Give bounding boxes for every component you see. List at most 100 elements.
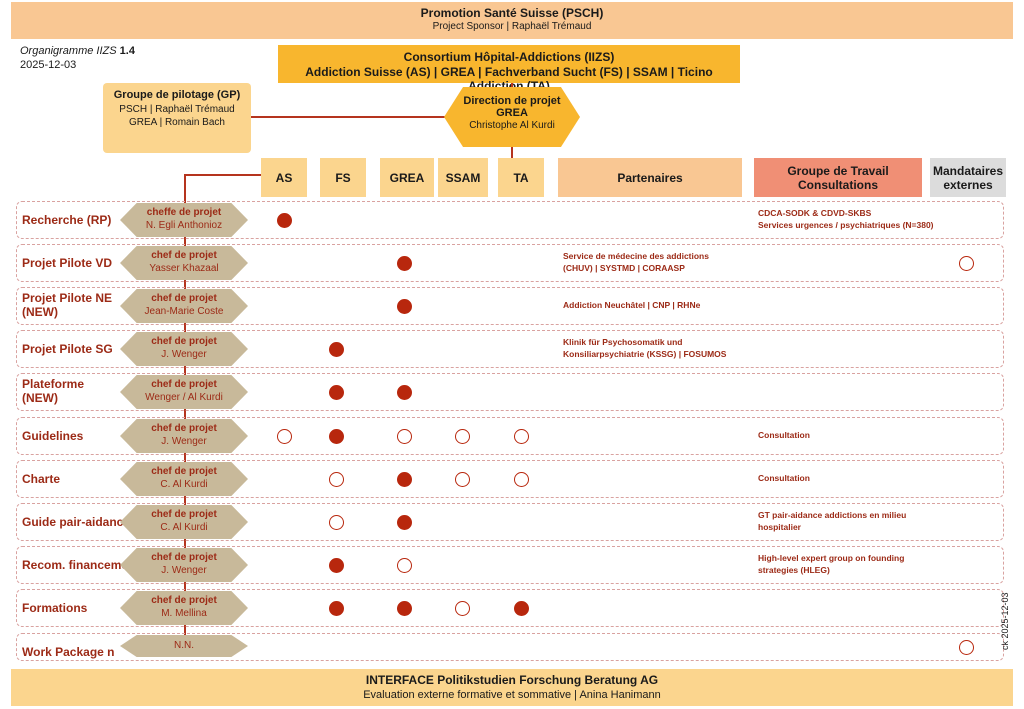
lead-name: J. Wenger <box>161 349 207 360</box>
participant-dot-icon <box>514 429 529 444</box>
connector-line <box>184 174 186 652</box>
work-package-row <box>16 546 1004 584</box>
lead-role: chef de projet <box>151 423 217 434</box>
project-lead-hexagon: cheffe de projet N. Egli Anthonioz <box>120 203 248 237</box>
work-package-row <box>16 503 1004 541</box>
lead-role: chef de projet <box>151 552 217 563</box>
org-version: 1.4 <box>119 45 135 57</box>
participant-dot-icon <box>329 472 344 487</box>
participant-dot-icon <box>455 429 470 444</box>
sponsor-title: Promotion Santé Suisse (PSCH) <box>420 6 604 20</box>
lead-role: chef de projet <box>151 336 217 347</box>
lead-dot-icon <box>329 429 344 444</box>
lead-dot-icon <box>397 256 412 271</box>
work-package-row <box>16 460 1004 498</box>
lead-role: chef de projet <box>151 250 217 261</box>
work-package-row <box>16 589 1004 627</box>
row-label: Guide pair-aidance <box>22 515 131 529</box>
version-stamp: ck 2025-12-03 <box>1000 592 1010 650</box>
lead-name: N. Egli Anthonioz <box>145 220 223 231</box>
steering-group-line1: PSCH | Raphaël Trémaud <box>119 104 235 115</box>
row-label: Projet Pilote VD <box>22 256 113 270</box>
column-header-mandataires-externes: Mandataires externes <box>930 158 1006 197</box>
project-lead-hexagon: N.N. <box>120 635 248 657</box>
project-direction-hexagon: Direction de projet GREA Christophe Al K… <box>444 87 580 147</box>
connector-line <box>511 83 513 89</box>
project-lead-hexagon: chef de projet C. Al Kurdi <box>120 505 248 539</box>
lead-role: cheffe de projet <box>146 207 222 218</box>
lead-dot-icon <box>329 342 344 357</box>
consortium-title: Consortium Hôpital-Addictions (IIZS) <box>403 50 615 64</box>
lead-dot-icon <box>329 558 344 573</box>
row-note: Service de médecine des addictions(CHUV)… <box>563 251 709 273</box>
lead-dot-icon <box>397 515 412 530</box>
lead-name: J. Wenger <box>161 565 207 576</box>
participant-dot-icon <box>514 472 529 487</box>
work-package-row <box>16 287 1004 325</box>
project-lead-hexagon: chef de projet M. Mellina <box>120 591 248 625</box>
work-package-row <box>16 201 1004 239</box>
lead-role: chef de projet <box>151 293 217 304</box>
column-header-groupe-de-travail-consultations: Groupe de Travail Consultations <box>754 158 922 197</box>
work-package-row <box>16 633 1004 661</box>
participant-dot-icon <box>959 640 974 655</box>
column-header-grea: GREA <box>380 158 434 197</box>
lead-dot-icon <box>329 385 344 400</box>
lead-name: Jean-Marie Coste <box>144 306 224 317</box>
evaluator-title: INTERFACE Politikstudien Forschung Berat… <box>365 673 659 687</box>
row-note: Addiction Neuchâtel | CNP | RHNe <box>563 300 701 310</box>
lead-role: chef de projet <box>151 595 217 606</box>
lead-name: Yasser Khazaal <box>149 263 219 274</box>
direction-name: Christophe Al Kurdi <box>469 120 555 131</box>
consortium-box: Consortium Hôpital-Addictions (IIZS) Add… <box>278 45 740 93</box>
project-lead-hexagon: chef de projet C. Al Kurdi <box>120 462 248 496</box>
lead-dot-icon <box>397 299 412 314</box>
row-label: Charte <box>22 472 61 486</box>
org-date: 2025-12-03 <box>20 59 77 71</box>
lead-role: chef de projet <box>151 466 217 477</box>
row-label: Plateforme(NEW) <box>22 377 85 405</box>
column-header-partenaires: Partenaires <box>558 158 742 197</box>
steering-group-title: Groupe de pilotage (GP) <box>113 89 241 101</box>
lead-name: C. Al Kurdi <box>160 522 208 533</box>
participant-dot-icon <box>455 472 470 487</box>
row-label: Formations <box>22 601 88 615</box>
participant-dot-icon <box>329 515 344 530</box>
participant-dot-icon <box>959 256 974 271</box>
project-lead-hexagon: chef de projet J. Wenger <box>120 548 248 582</box>
lead-name: N.N. <box>174 640 194 651</box>
lead-name: C. Al Kurdi <box>160 479 208 490</box>
row-note: Consultation <box>758 430 810 440</box>
connector-line <box>251 116 451 118</box>
lead-name: Wenger / Al Kurdi <box>145 392 223 403</box>
lead-dot-icon <box>514 601 529 616</box>
work-package-row <box>16 330 1004 368</box>
lead-role: chef de projet <box>151 509 217 520</box>
org-title: Organigramme IIZS 1.4 2025-12-03 <box>20 44 135 72</box>
participant-dot-icon <box>277 429 292 444</box>
participant-dot-icon <box>397 429 412 444</box>
project-lead-hexagon: chef de projet J. Wenger <box>120 332 248 366</box>
sponsor-subtitle: Project Sponsor | Raphaël Trémaud <box>432 21 592 32</box>
work-package-row <box>16 244 1004 282</box>
steering-group-box: Groupe de pilotage (GP) PSCH | Raphaël T… <box>103 83 251 153</box>
evaluator-subtitle: Evaluation externe formative et sommativ… <box>363 689 661 701</box>
column-header-fs: FS <box>320 158 366 197</box>
row-label: Recherche (RP) <box>22 213 112 227</box>
lead-name: M. Mellina <box>161 608 207 619</box>
row-label: Recom. financement <box>22 558 140 572</box>
participant-dot-icon <box>455 601 470 616</box>
column-header-ssam: SSAM <box>438 158 488 197</box>
row-label: Projet Pilote NE(NEW) <box>22 291 113 319</box>
lead-dot-icon <box>277 213 292 228</box>
lead-dot-icon <box>397 601 412 616</box>
work-package-row <box>16 373 1004 411</box>
steering-group-line2: GREA | Romain Bach <box>129 117 225 128</box>
row-label: Projet Pilote SG <box>22 342 113 356</box>
